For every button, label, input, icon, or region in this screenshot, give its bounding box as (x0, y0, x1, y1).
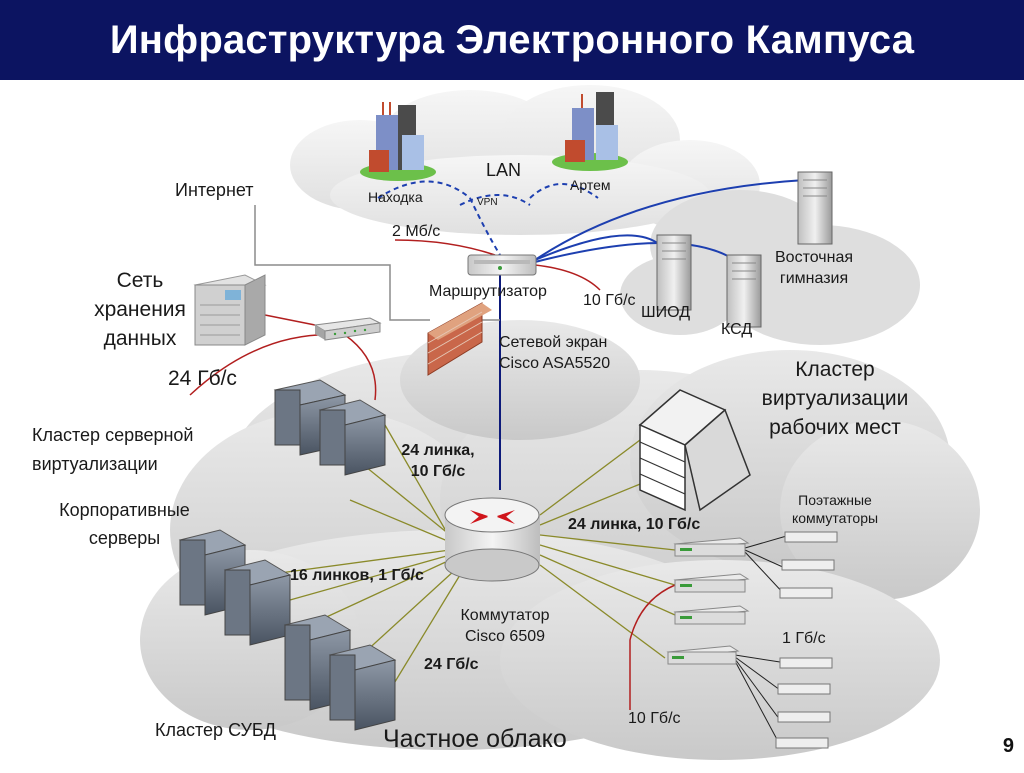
storage-server (193, 274, 267, 346)
corporate-servers (178, 529, 292, 646)
core-switch (444, 497, 540, 582)
link-2mbps (394, 239, 496, 256)
label-bw-10gbps-router: 10 Гб/с (583, 292, 636, 309)
label-firewall-line1: Сетевой экран (499, 334, 608, 351)
label-bw-2mbps: 2 Мб/с (392, 223, 441, 240)
label-links16: 16 линков, 1 Гб/с (290, 567, 424, 584)
label-server-virt-line1: Кластер серверной (32, 425, 194, 445)
label-east-gym: Восточная гимназия (762, 247, 866, 289)
label-nakhodka: Находка (368, 189, 423, 205)
label-storage-line3: данных (103, 327, 177, 350)
upper-cloud (290, 85, 760, 235)
east-cloud (620, 190, 920, 345)
label-storage-line1: Сеть (116, 269, 164, 292)
router-device (467, 254, 537, 276)
page-number: 9 (1002, 735, 1014, 757)
label-core-switch: Коммутатор Cisco 6509 (445, 605, 565, 647)
title-bar: Инфраструктура Электронного Кампуса (0, 0, 1024, 80)
label-storage: Сеть хранения данных (85, 266, 195, 353)
label-desktop-virt-line2: виртуализации (761, 387, 909, 410)
building-artem (552, 92, 628, 171)
label-internet: Интернет (175, 180, 254, 200)
label-private-cloud: Частное облако (383, 725, 567, 753)
label-server-virtualization: Кластер серверной виртуализации (32, 421, 193, 479)
floor-switch-links (734, 534, 791, 746)
server-shiod (656, 234, 692, 311)
diagram-canvas (140, 85, 980, 760)
label-corporate-servers: Корпоративные серверы (32, 496, 217, 552)
label-shiod: ШИОД (641, 304, 691, 321)
firewall-wall (427, 302, 492, 376)
vpn-links (377, 180, 599, 256)
label-ksd: КСД (721, 321, 753, 338)
label-links24-left: 24 линка, 10 Гб/с (393, 440, 483, 482)
label-desktop-virtualization: Кластер виртуализации рабочих мест (745, 355, 925, 442)
label-server-virt-line2: виртуализации (32, 454, 158, 474)
internet-link (254, 205, 430, 321)
dbms-cluster (283, 614, 397, 731)
label-switch-line2: Cisco 6509 (464, 628, 546, 645)
label-links24-left-line1: 24 линка, (401, 442, 475, 459)
label-vpn: VPN (477, 197, 498, 208)
label-bw-1gbps: 1 Гб/с (782, 630, 826, 647)
label-floor-sw-line1: Поэтажные (798, 492, 872, 508)
label-east-gym-line1: Восточная (775, 249, 853, 266)
switch-right-links (539, 439, 676, 659)
label-dbms-cluster: Кластер СУБД (155, 720, 276, 740)
label-bw-24gbps-storage: 24 Гб/с (168, 367, 237, 390)
label-bw-24gbps-db: 24 Гб/с (424, 656, 479, 673)
server-virtualization-cluster (273, 379, 387, 476)
label-router: Маршрутизатор (429, 283, 547, 300)
label-floor-sw-line2: коммутаторы (791, 510, 879, 526)
label-desktop-virt-line1: Кластер (795, 358, 875, 381)
label-east-gym-line2: гимназия (779, 270, 849, 287)
label-links24-left-line2: 10 Гб/с (410, 463, 466, 480)
label-floor-switches: Поэтажные коммутаторы (780, 491, 890, 527)
server-east-gym (797, 171, 833, 245)
distribution-switches (666, 537, 750, 665)
label-firewall-line2: Cisco ASA5520 (499, 355, 611, 372)
label-bw-10gbps-bottom: 10 Гб/с (628, 710, 681, 727)
label-corp-line1: Корпоративные (59, 500, 190, 520)
label-artem: Артем (570, 177, 611, 193)
label-desktop-virt-line3: рабочих мест (769, 416, 901, 439)
desktop-virtualization-cluster (638, 389, 751, 512)
label-storage-line2: хранения (94, 298, 186, 321)
slide-title: Инфраструктура Электронного Кампуса (109, 18, 915, 62)
label-corp-line2: серверы (88, 528, 161, 548)
link-10gbps-router (534, 264, 601, 291)
network-diagram: Интернет LAN VPN Находка Артем 2 Мб/с Ма… (0, 80, 1024, 768)
label-switch-line1: Коммутатор (460, 607, 550, 624)
storage-switch (313, 317, 382, 341)
label-links24-right: 24 линка, 10 Гб/с (568, 516, 701, 533)
server-ksd (726, 254, 762, 328)
label-firewall: Сетевой экран Cisco ASA5520 (499, 332, 610, 374)
floor-switches (775, 531, 838, 749)
label-lan: LAN (486, 160, 522, 180)
link-10gbps-bottom (629, 584, 676, 710)
building-nakhodka (360, 102, 436, 181)
